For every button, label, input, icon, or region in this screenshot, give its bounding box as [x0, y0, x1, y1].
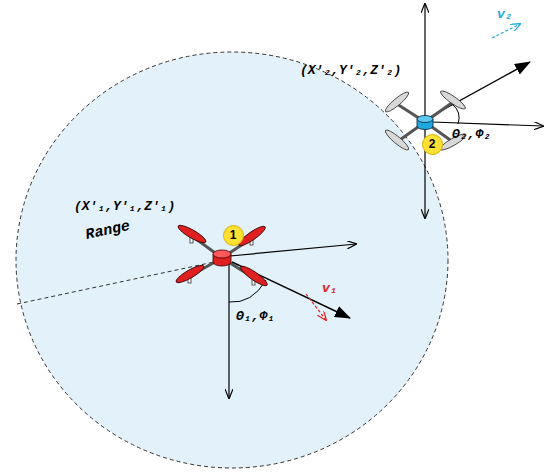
velocity-label: v₂ — [497, 8, 513, 22]
callout-circle: 2 — [422, 134, 443, 155]
axis-x — [432, 122, 543, 126]
callout-circle: 1 — [223, 225, 244, 246]
axis-x — [230, 244, 356, 256]
angle-label: Θ₁,Φ₁ — [236, 310, 275, 324]
axis-y — [424, 4, 425, 116]
velocity-label: v₁ — [322, 282, 338, 296]
range-radius — [17, 262, 214, 304]
velocity-arrow — [492, 24, 520, 38]
drone-1 — [174, 223, 269, 289]
velocity-arrow — [306, 294, 326, 320]
callout-number: 1 — [230, 228, 237, 242]
range-circle — [16, 52, 448, 468]
angle-label: Θ₂,Φ₂ — [452, 128, 491, 142]
coordinate-label: (X'₁,Y'₁,Z'₁) — [74, 200, 175, 214]
coordinate-label: (X'₂,Y'₂,Z'₂) — [300, 64, 401, 78]
callout-number: 2 — [429, 137, 436, 151]
axis-z — [228, 262, 229, 398]
